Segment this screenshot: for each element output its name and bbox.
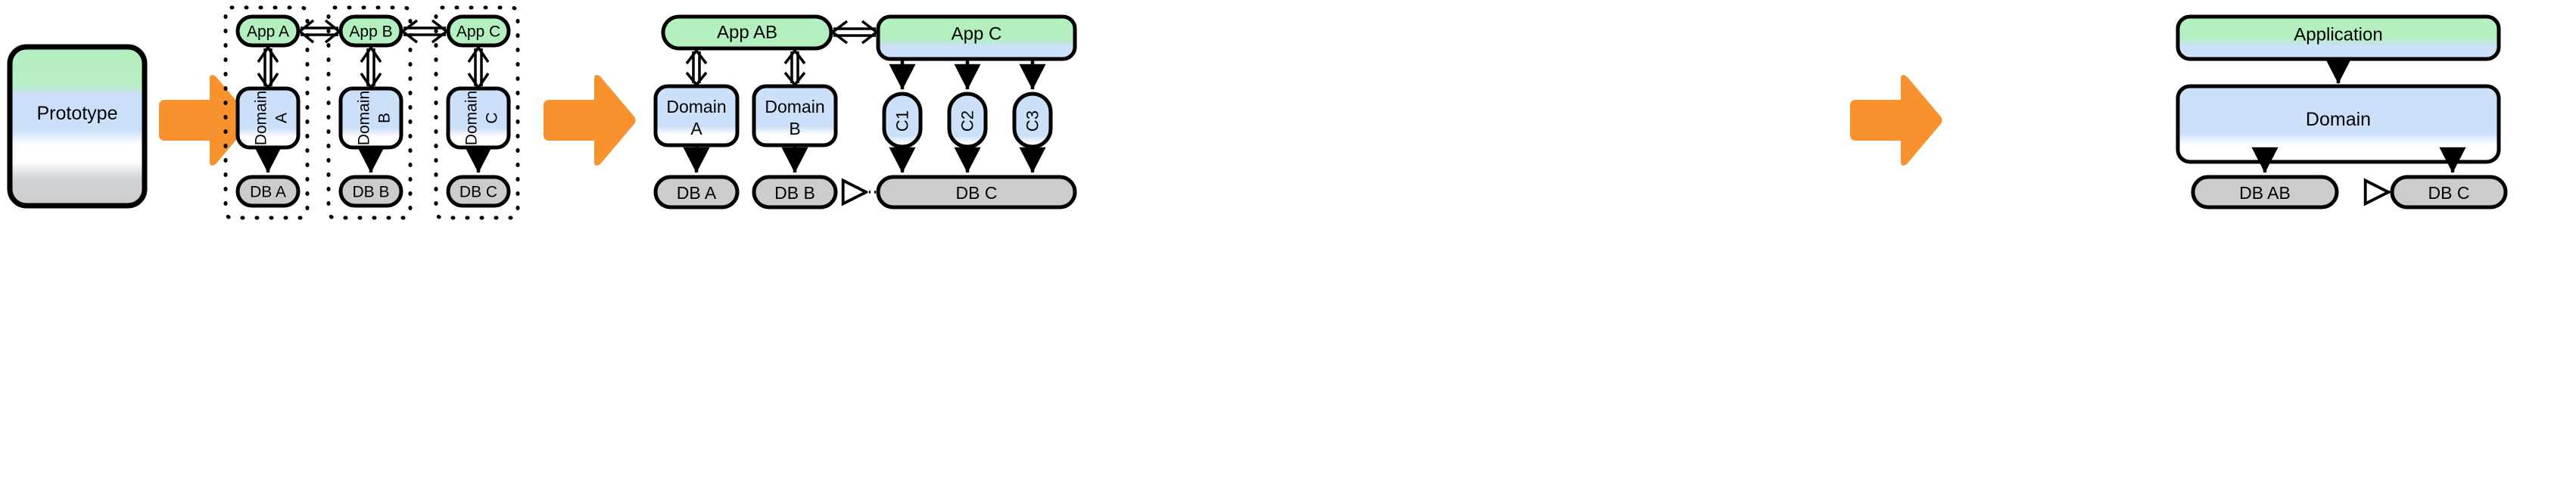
node-app-c-merged[interactable]: [876, 14, 1077, 61]
node-domain-b-letter: B: [376, 113, 394, 123]
node-domain-b-merged-line2: B: [789, 119, 800, 138]
node-domain-unified[interactable]: [2176, 84, 2501, 164]
transition-arrow-1: [159, 75, 251, 166]
block-arrow-right-icon-3: [1850, 75, 1942, 166]
stage-prototype: Prototype: [7, 44, 148, 209]
transition-arrow-3: [1850, 75, 1942, 166]
node-db-c-unified-label: DB C: [2428, 183, 2470, 203]
node-db-c-label: DB C: [459, 184, 497, 201]
node-c3-label: C3: [1023, 110, 1042, 132]
node-domain-b-word: Domain: [356, 91, 373, 145]
stage-unified-application: Application Domain DB AB DB C: [2176, 14, 2508, 209]
stage-three-services: App A App B App C: [223, 5, 520, 220]
node-db-b[interactable]: [338, 175, 403, 208]
node-domain-a-merged[interactable]: [653, 84, 740, 147]
node-db-c-merged-label: DB C: [956, 183, 998, 203]
node-db-a-merged[interactable]: [653, 175, 740, 209]
node-domain-a-merged-line2: A: [690, 119, 702, 138]
transition-arrow-2: [544, 75, 636, 166]
edge-app-b-app-c: [400, 19, 449, 44]
node-c1[interactable]: [882, 92, 923, 149]
node-db-c-merged[interactable]: [876, 175, 1077, 209]
node-app-c-label: App C: [456, 23, 500, 41]
node-domain-a-merged-line1: Domain: [666, 97, 726, 116]
node-domain-a-word: Domain: [253, 91, 270, 145]
stage-partially-merged: App AB App C Domain A Dom: [653, 14, 1077, 209]
node-app-c-merged-label: App C: [952, 24, 1002, 45]
node-c1-label: C1: [893, 110, 912, 132]
node-db-ab[interactable]: [2191, 175, 2339, 209]
node-db-a[interactable]: [235, 175, 301, 208]
node-domain-a-letter: A: [273, 113, 291, 123]
node-db-b-label: DB B: [352, 184, 389, 201]
block-arrow-right-icon-2: [544, 75, 636, 166]
node-domain-b-merged[interactable]: [752, 84, 838, 147]
node-app-a-label: App A: [247, 23, 289, 41]
prototype-label: Prototype: [36, 103, 117, 124]
node-app-ab-label: App AB: [717, 23, 777, 43]
block-arrow-right-icon: [159, 75, 251, 166]
node-c2[interactable]: [947, 92, 988, 149]
node-domain-b-merged-line1: Domain: [765, 97, 824, 116]
edge-app-a-app-b: [297, 19, 341, 44]
node-db-c[interactable]: [446, 175, 511, 208]
node-db-a-label: DB A: [250, 184, 286, 201]
node-c2-label: C2: [958, 110, 977, 132]
node-domain-c-word: Domain: [463, 91, 481, 145]
prototype-box[interactable]: [7, 44, 148, 209]
node-c3[interactable]: [1012, 92, 1053, 149]
node-app-b-label: App B: [349, 23, 392, 41]
node-db-a-merged-label: DB A: [677, 183, 717, 203]
node-db-b-merged-label: DB B: [774, 183, 815, 203]
node-application-label: Application: [2294, 25, 2382, 45]
node-db-b-merged[interactable]: [752, 175, 838, 209]
node-db-c-unified[interactable]: [2390, 175, 2508, 209]
node-domain-unified-label: Domain: [2306, 109, 2371, 130]
node-db-ab-label: DB AB: [2239, 183, 2291, 203]
edge-app-ab-app-c: [830, 20, 879, 45]
node-domain-c-letter: C: [484, 112, 501, 123]
